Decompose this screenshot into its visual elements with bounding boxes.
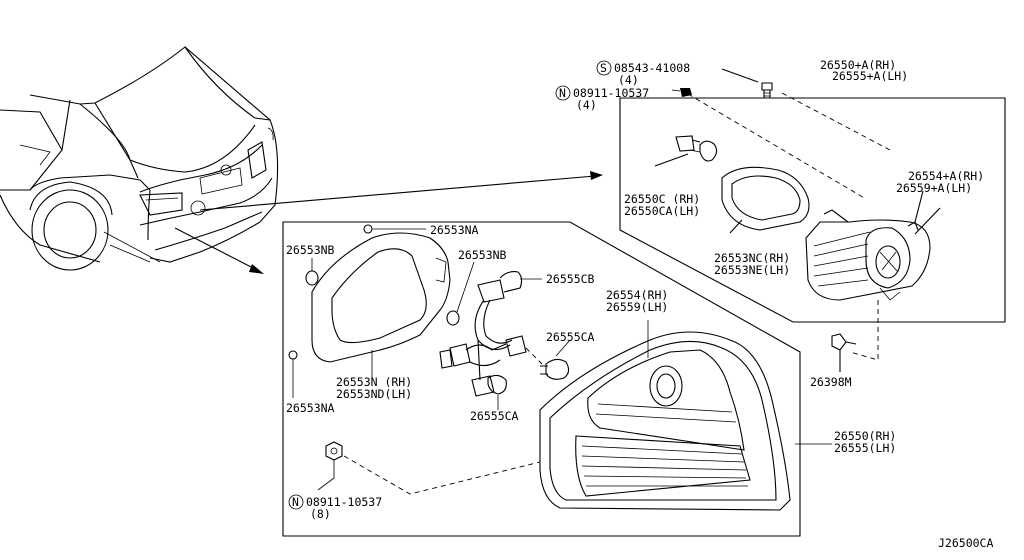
grommet-icon-nb-mid bbox=[446, 261, 475, 326]
label-socket-c-rh: 26550C (RH) bbox=[624, 192, 700, 206]
label-clip-26398m: 26398M bbox=[810, 375, 852, 389]
label-housing-lh: 26559(LH) bbox=[606, 300, 668, 314]
nut-prefix-circle-lower bbox=[288, 494, 304, 510]
label-gasket-n-rh: 26553N (RH) bbox=[336, 375, 412, 389]
nut-icon-upper bbox=[671, 88, 692, 97]
screw-icon bbox=[721, 68, 773, 99]
label-combo-lh: 26555(LH) bbox=[834, 441, 896, 455]
inner-lamp-assembly bbox=[805, 209, 931, 301]
label-bulb-ca-lower: 26555CA bbox=[470, 409, 519, 423]
label-gasket-nd-lh: 26553ND(LH) bbox=[336, 387, 412, 401]
label-screw-part: 08543-41008 bbox=[614, 61, 690, 75]
inner-lamp-box bbox=[619, 97, 1006, 323]
label-grommet-na-left: 26553NA bbox=[286, 401, 335, 415]
label-nut-qty-lower: (8) bbox=[310, 507, 331, 521]
label-combo-rh: 26550(RH) bbox=[834, 429, 896, 443]
label-nut-part-lower: 08911-10537 bbox=[306, 495, 382, 509]
diagram-id: J26500CA bbox=[938, 536, 993, 550]
wiring-harness bbox=[439, 271, 527, 397]
nut-prefix-upper: N bbox=[559, 86, 566, 100]
arrow-head-outer-lamp bbox=[249, 264, 264, 274]
grommet-icon-nb-left bbox=[305, 258, 319, 286]
car-rear-illustration bbox=[0, 46, 279, 271]
label-nut-qty-upper: (4) bbox=[576, 98, 597, 112]
label-combo-a-rh: 26550+A(RH) bbox=[820, 58, 896, 72]
grommet-icon-na-left bbox=[288, 350, 298, 398]
label-housing-a-rh: 26554+A(RH) bbox=[908, 169, 984, 183]
label-bulb-ca-upper: 26555CA bbox=[546, 330, 595, 344]
label-grommet-na-top: 26553NA bbox=[430, 223, 479, 237]
arrow-to-outer-lamp bbox=[174, 227, 258, 271]
label-nut-part-upper: 08911-10537 bbox=[573, 86, 649, 100]
bulb-icon-ca-upper bbox=[540, 358, 570, 380]
screw-prefix: S bbox=[600, 61, 607, 75]
nut-icon-lower bbox=[317, 441, 343, 491]
nut-prefix-lower: N bbox=[292, 495, 299, 509]
label-bulb-cb: 26555CB bbox=[546, 272, 595, 286]
gasket-nc-ne bbox=[721, 166, 810, 231]
bulb-icon-ca-lower bbox=[487, 374, 507, 395]
nut-prefix-circle-upper bbox=[555, 85, 571, 101]
label-housing-a-lh: 26559+A(LH) bbox=[896, 181, 972, 195]
outer-lamp-assembly bbox=[539, 331, 791, 511]
bulb-socket-icon bbox=[675, 135, 718, 162]
gasket-n-nd bbox=[311, 232, 451, 363]
label-gasket-nc-rh: 26553NC(RH) bbox=[714, 251, 790, 265]
clip-icon bbox=[831, 333, 857, 372]
label-screw-qty: (4) bbox=[618, 73, 639, 87]
label-grommet-nb-mid: 26553NB bbox=[458, 248, 507, 262]
label-gasket-ne-lh: 26553NE(LH) bbox=[714, 263, 790, 277]
label-housing-rh: 26554(RH) bbox=[606, 288, 668, 302]
arrow-to-inner-lamp bbox=[199, 175, 596, 211]
screw-prefix-circle bbox=[596, 60, 612, 76]
label-socket-c-lh: 26550CA(LH) bbox=[624, 204, 700, 218]
grommet-icon-na-top bbox=[363, 224, 373, 234]
label-grommet-nb-left: 26553NB bbox=[286, 243, 335, 257]
arrow-head-inner-lamp bbox=[590, 171, 603, 180]
label-combo-a-lh: 26555+A(LH) bbox=[832, 69, 908, 83]
